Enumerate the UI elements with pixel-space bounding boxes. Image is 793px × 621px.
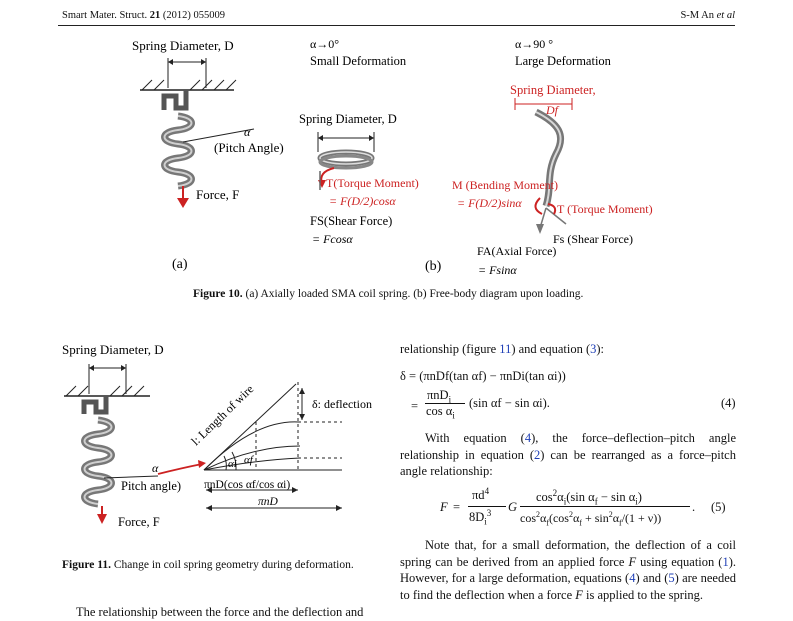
fig10-a-spring-diameter: Spring Diameter, D — [132, 38, 234, 53]
fig11-force: Force, F — [118, 515, 160, 529]
fig10-large-title: Large Deformation — [515, 54, 612, 68]
fig11-length-of-wire: l: Length of wire — [188, 382, 256, 448]
equation-5-number: (5) — [711, 500, 726, 514]
fig11-red-pointer — [157, 463, 203, 475]
running-header-authors: S-M An et al — [680, 10, 735, 21]
eq5-coef-den: 8Di3 — [469, 508, 492, 527]
fig10-large-bending-eq: = F(D/2)sinα — [457, 196, 522, 210]
fig10-large-spring-diameter: Spring Diameter, — [510, 83, 596, 97]
equation-5: F = πd4 8Di3 G cos2αi(sin αf − sin αi) c… — [440, 486, 726, 528]
fig10-large-axial: FA(Axial Force) — [477, 244, 556, 258]
fig10-a-alpha: α — [244, 125, 251, 139]
fig10-large-wire — [534, 108, 564, 208]
fig11-alpha-i: αi — [228, 458, 237, 470]
ref-equation-2[interactable]: 2 — [534, 447, 541, 462]
fig10-large-bending-arrow — [534, 197, 543, 215]
fig10-small-title: Small Deformation — [310, 54, 407, 68]
fig11-alpha: α — [152, 461, 159, 475]
left-column-text: The relationship between the force and t… — [76, 605, 364, 619]
fig10-large-torque-arrow — [547, 203, 557, 215]
ref-figure-11[interactable]: 11 — [499, 342, 512, 356]
fig11-pi-n-d-cos: πnD(cos αf/cos αi) — [204, 479, 290, 491]
eq4-fraction-denominator: cos αi — [426, 404, 455, 421]
equation-4-line2: = πnDi cos αi (sin αf − sin αi). (4) — [411, 388, 736, 421]
fig11-spring-diameter: Spring Diameter, D — [62, 342, 164, 357]
eq4-fraction-numerator: πnDi — [427, 388, 452, 405]
fig11-spring-coil — [81, 396, 115, 508]
fig10-large-torque: T (Torque Moment) — [557, 202, 653, 216]
fig10-a-spring-coil — [161, 90, 195, 190]
fig10-small-shear: FS(Shear Force) — [310, 214, 392, 228]
header-rule — [58, 25, 735, 26]
equation-4-line1: δ = (πnDf(tan αf) − πnDi(tan αi)) — [400, 369, 566, 383]
fig10-large-shear: Fs (Shear Force) — [553, 232, 633, 246]
fig10-b-label: (b) — [425, 259, 442, 274]
fig10-large-bending: M (Bending Moment) — [452, 178, 558, 192]
fig10-small-torque-eq: = F(D/2)cosα — [329, 194, 396, 208]
ref-equation-5[interactable]: 5 — [668, 571, 675, 585]
eq5-den: cos2αf(cos2αf + sin2αf/(1 + ν)) — [520, 510, 662, 528]
fig11-deflection: δ: deflection — [312, 397, 372, 411]
fig11-pi-n-d: πnD — [258, 496, 279, 508]
fig10-large-condition: α→90 ° — [515, 37, 553, 51]
ref-equation-4[interactable]: 4 — [524, 431, 532, 445]
figure-11: Spring Diameter, D α Pitch angle) Force,… — [62, 342, 372, 529]
right-column-para2: Note that, for a small deformation, the … — [400, 538, 737, 602]
fig10-a-force-arrow — [177, 198, 189, 208]
fig10-large-df: Df — [545, 103, 560, 117]
fig10-a-label: (a) — [172, 257, 188, 272]
fig10-small-spring-diameter: Spring Diameter, D — [299, 112, 397, 126]
fig10-large-axial-eq: = Fsinα — [478, 263, 517, 277]
running-header-journal: Smart Mater. Struct. 21 (2012) 055009 — [62, 10, 226, 21]
ref-equation-4b[interactable]: 4 — [629, 571, 636, 585]
figure-10: Spring Diameter, D α (Pitch Angle) Force… — [132, 37, 653, 277]
right-column-intro: relationship (figure 11) and equation (3… — [400, 342, 605, 356]
fig10-a-pitch-angle: (Pitch Angle) — [214, 140, 284, 155]
figure-10-caption: Figure 10. (a) Axially loaded SMA coil s… — [193, 288, 584, 300]
fig10-small-torque: T(Torque Moment) — [326, 176, 419, 190]
fig11-pitch-angle: Pitch angle) — [121, 479, 181, 493]
ref-equation-3[interactable]: 3 — [590, 342, 597, 356]
figure-11-caption: Figure 11. Change in coil spring geometr… — [62, 559, 354, 571]
fig10-a-force: Force, F — [196, 187, 239, 202]
fig10-large-axial-arrow — [536, 224, 544, 234]
ref-equation-1[interactable]: 1 — [722, 554, 729, 569]
fig10-small-coil — [317, 149, 375, 170]
eq5-coef-num: πd4 — [472, 486, 490, 503]
fig11-alpha-f: αf — [244, 454, 255, 466]
eq5-num: cos2αi(sin αf − sin αi) — [536, 488, 642, 507]
fig11-force-arrow — [97, 514, 107, 524]
equation-4-number: (4) — [721, 396, 736, 410]
fig10-small-condition: α→0° — [310, 37, 339, 51]
right-column-para1: With equation (4), the force–deflection–… — [400, 431, 736, 478]
fig10-small-shear-eq: = Fcosα — [312, 232, 353, 246]
